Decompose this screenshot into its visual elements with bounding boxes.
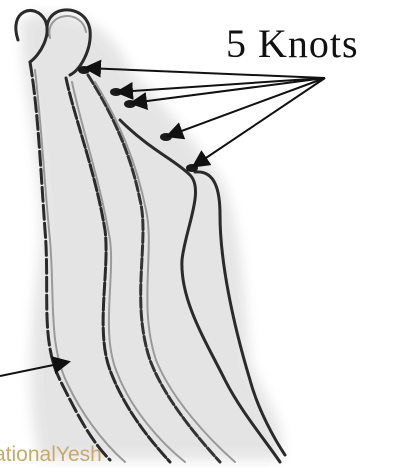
arrow-knot-5	[194, 78, 325, 166]
arrow-knot-3	[132, 78, 325, 103]
knot-3	[124, 100, 136, 108]
watermark-text: ationalYesh	[0, 443, 102, 467]
knots-label: 5 Knots	[226, 20, 359, 67]
tassel-halo	[20, 12, 282, 460]
